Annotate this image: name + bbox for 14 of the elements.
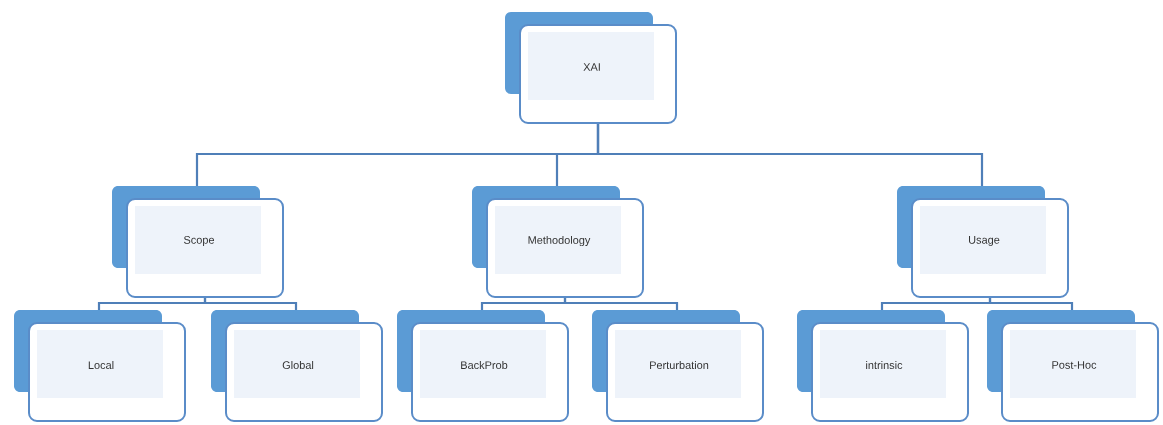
- card: Usage: [897, 186, 1069, 298]
- card: Scope: [112, 186, 284, 298]
- connector: [596, 124, 984, 186]
- connector: [203, 298, 298, 310]
- card: BackProb: [397, 310, 569, 422]
- card: Post-Hoc: [987, 310, 1159, 422]
- card: Global: [211, 310, 383, 422]
- card: XAI: [505, 12, 677, 124]
- connector: [988, 298, 1074, 310]
- connector: [563, 298, 679, 310]
- card: Local: [14, 310, 186, 422]
- card: intrinsic: [797, 310, 969, 422]
- card: Perturbation: [592, 310, 764, 422]
- card: Methodology: [472, 186, 644, 298]
